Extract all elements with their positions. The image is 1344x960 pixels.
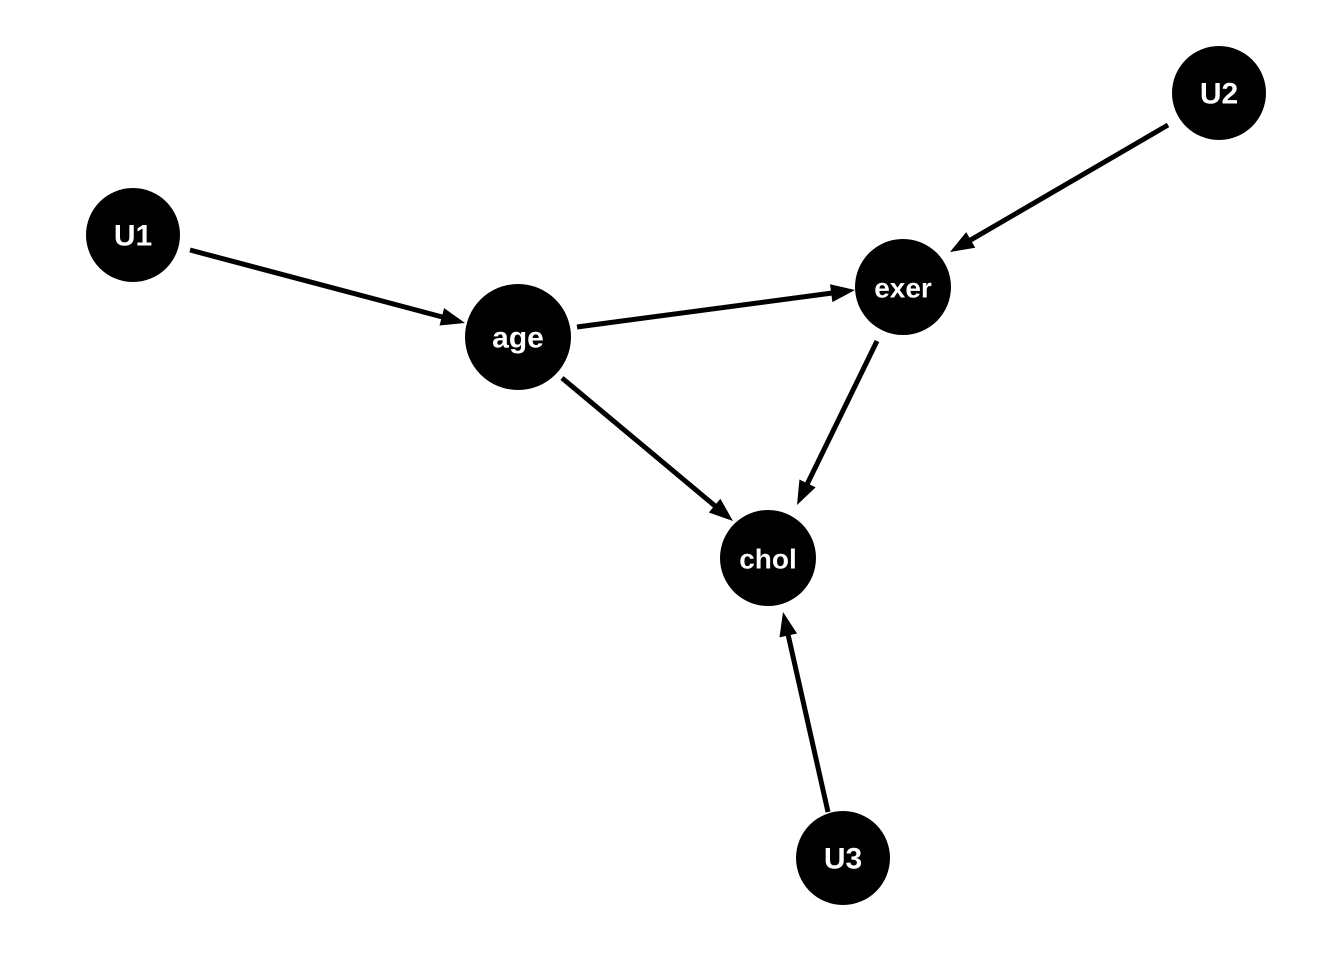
edge-age-to-chol: [560, 376, 733, 521]
node-U3[interactable]: U3: [796, 811, 890, 905]
edge-U1-to-age: [189, 247, 465, 326]
edge-line: [189, 247, 446, 321]
arrowhead-icon: [830, 284, 855, 303]
node-circle-age[interactable]: [465, 284, 571, 390]
node-exer[interactable]: exer: [855, 239, 951, 335]
arrowhead-icon: [439, 308, 465, 326]
arrowhead-icon: [708, 498, 733, 521]
edge-line: [803, 339, 880, 488]
edges-layer: [189, 122, 1170, 813]
edge-U3-to-chol: [779, 612, 831, 813]
node-circle-chol[interactable]: [720, 510, 816, 606]
edge-exer-to-chol: [797, 339, 880, 505]
node-U2[interactable]: U2: [1172, 46, 1266, 140]
edge-line: [576, 290, 835, 330]
edge-line: [560, 376, 719, 510]
edge-U2-to-exer: [950, 122, 1170, 252]
edge-line: [966, 122, 1170, 244]
node-circle-exer[interactable]: [855, 239, 951, 335]
node-chol[interactable]: chol: [720, 510, 816, 606]
edge-age-to-exer: [576, 284, 855, 330]
edge-line: [785, 631, 831, 813]
arrowhead-icon: [797, 479, 816, 505]
arrowhead-icon: [779, 612, 798, 638]
node-U1[interactable]: U1: [86, 188, 180, 282]
node-circle-U3[interactable]: [796, 811, 890, 905]
node-circle-U2[interactable]: [1172, 46, 1266, 140]
node-circle-U1[interactable]: [86, 188, 180, 282]
node-age[interactable]: age: [465, 284, 571, 390]
arrowhead-icon: [950, 232, 976, 252]
